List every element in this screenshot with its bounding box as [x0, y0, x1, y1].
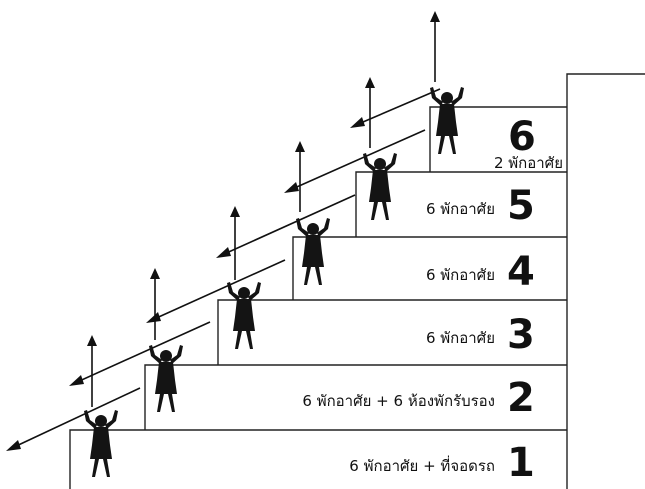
- diagonal-arrow-1: [11, 387, 141, 449]
- arrow-head-down-left-3: [146, 312, 161, 323]
- step-5-outline: [355, 171, 567, 237]
- arrow-head-up-3: [230, 206, 240, 217]
- arrow-head-down-left-4: [216, 247, 231, 258]
- ascending-arrows: [87, 11, 440, 407]
- tower-outline: [566, 73, 645, 489]
- diagonal-arrow-4: [221, 194, 356, 256]
- person-figure-1: [84, 410, 118, 477]
- person-figure-6: [430, 87, 464, 154]
- step-5-label: 6 พักอาศัย: [426, 200, 495, 218]
- diagonal-arrow-2: [74, 321, 211, 384]
- step-1-number: 1: [507, 440, 535, 486]
- step-1-outline: [69, 429, 567, 489]
- step-6-outline: [429, 106, 567, 172]
- arrow-head-down-left-1: [6, 440, 21, 451]
- arrow-head-down-left-2: [69, 375, 84, 386]
- step-2-number: 2: [507, 375, 535, 421]
- arrow-head-up-4: [295, 141, 305, 152]
- arrow-head-down-left-6: [350, 117, 365, 128]
- arrow-head-up-5: [365, 77, 375, 88]
- staircase-outline: [69, 73, 645, 489]
- arrow-head-up-6: [430, 11, 440, 22]
- step-3-outline: [217, 299, 567, 365]
- person-figure-5: [363, 153, 397, 220]
- step-2-label: 6 พักอาศัย + 6 ห้องพักรับรอง: [302, 392, 495, 410]
- person-figure-2: [149, 345, 183, 412]
- step-4-outline: [292, 236, 567, 300]
- step-3-label: 6 พักอาศัย: [426, 329, 495, 347]
- figures: [84, 87, 464, 477]
- diagonal-arrow-5: [289, 129, 426, 191]
- step-3-number: 3: [507, 312, 535, 358]
- arrow-head-up-1: [87, 335, 97, 346]
- descending-arrows: [6, 88, 441, 451]
- step-4-label: 6 พักอาศัย: [426, 266, 495, 284]
- diagonal-arrow-6: [355, 88, 441, 126]
- step-5-number: 5: [507, 183, 535, 229]
- step-2-outline: [144, 364, 567, 430]
- step-4-number: 4: [507, 249, 535, 295]
- arrow-head-down-left-5: [284, 182, 299, 193]
- arrow-head-up-2: [150, 268, 160, 279]
- person-figure-3: [227, 282, 261, 349]
- person-figure-4: [296, 218, 330, 285]
- step-1-label: 6 พักอาศัย + ที่จอดรถ: [349, 455, 495, 475]
- diagonal-arrow-3: [151, 259, 286, 321]
- step-6-number: 6: [508, 114, 536, 160]
- step-labels: 6 พักอาศัย + ที่จอดรถ 1 6 พักอาศัย + 6 ห…: [302, 114, 563, 486]
- step-6-label: 2 พักอาศัย: [494, 154, 563, 172]
